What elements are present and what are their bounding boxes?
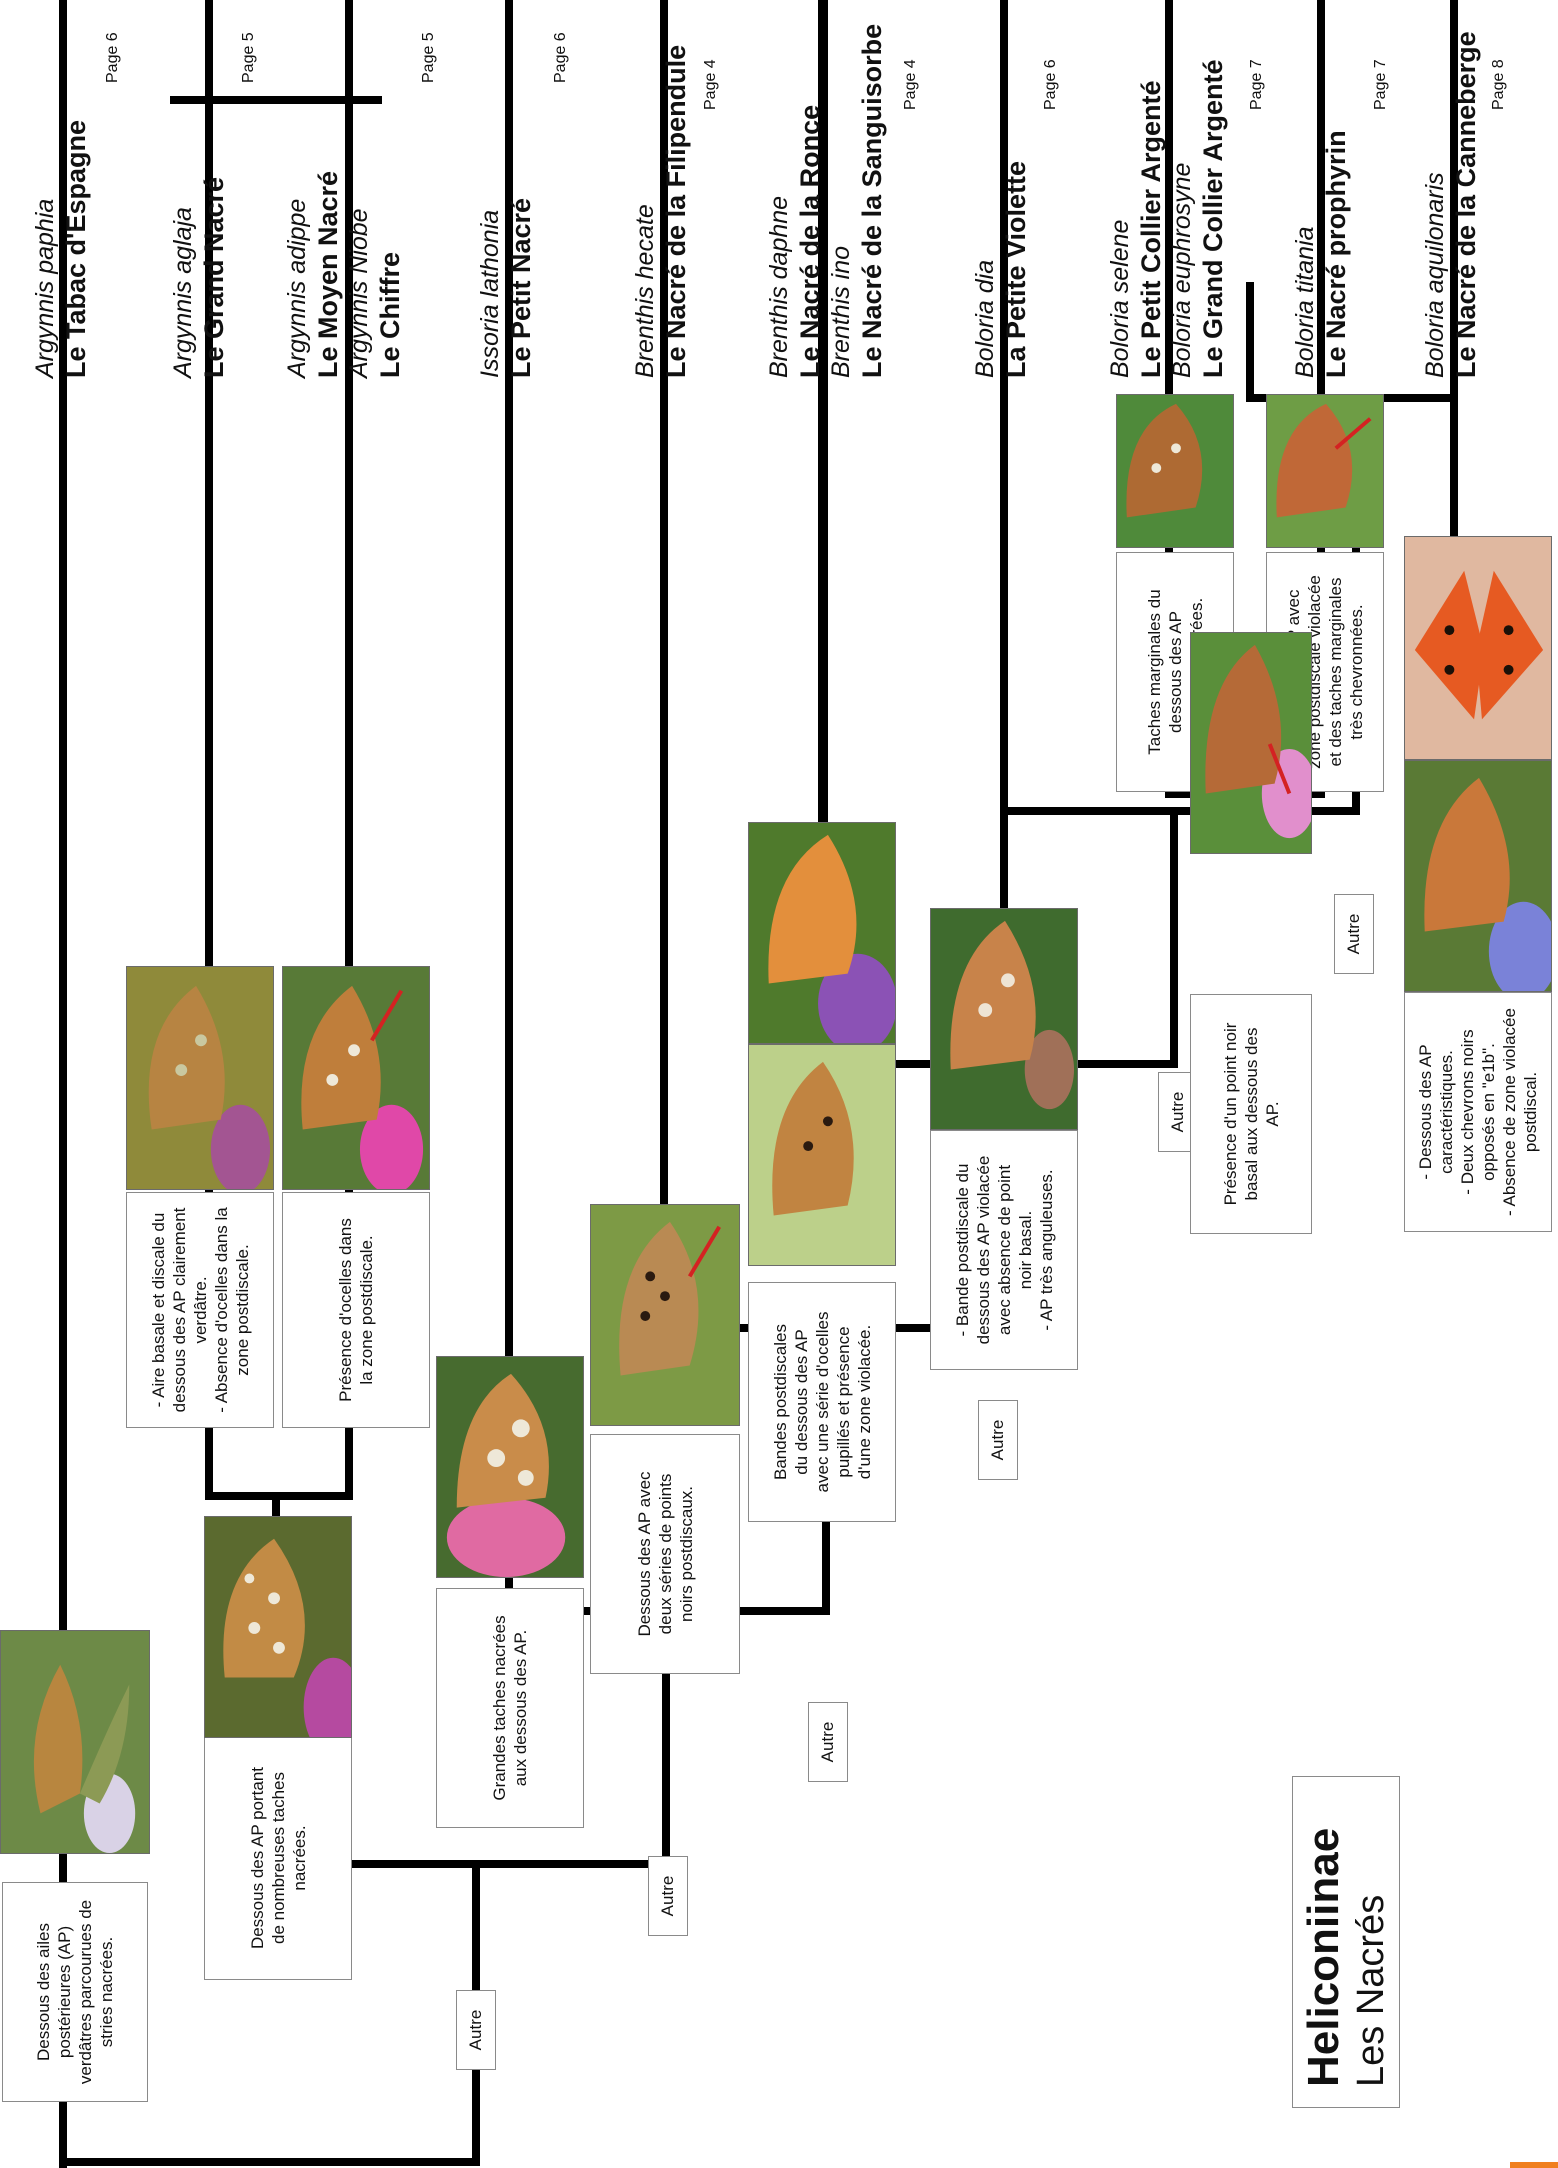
butterfly-photo-titania — [1266, 394, 1384, 548]
leaf-hecate: Brenthis hecate Le Nacré de la Filipendu… — [630, 45, 692, 378]
butterfly-photo-hecate — [590, 1204, 740, 1426]
leaf-hecate-page: Page 4 — [702, 59, 720, 110]
leaf-dia-fr: La Petite Violette — [1000, 161, 1032, 378]
autre-label-3: Autre — [808, 1702, 848, 1782]
character-box-lathonia: Grandes taches nacrées aux dessous des A… — [436, 1588, 584, 1828]
leaf-ino-sci: Brenthis ino — [826, 24, 856, 378]
leaf-adippe-page: Page 5 — [420, 32, 438, 83]
butterfly-photo-argynnis — [204, 1516, 352, 1738]
character-box-adippe: Présence d'ocelles dans la zone postdisc… — [282, 1192, 430, 1428]
split-bar-1 — [59, 2158, 479, 2166]
leaf-selene-fr: Le Petit Collier Argenté — [1135, 59, 1167, 378]
leaf-paphia-page: Page 6 — [104, 32, 122, 83]
leaf-euphrosyne-sci: Boloria euphrosyne — [1167, 59, 1197, 378]
character-box-point-basal: Présence d'un point noir basal aux desso… — [1190, 994, 1312, 1234]
leaf-adippe-sci: Argynnis adippe — [282, 171, 312, 378]
title-box: Heliconiinae Les Nacrés — [1292, 1776, 1400, 2108]
title-main: Heliconiinae — [1299, 1797, 1349, 2087]
leaf-paphia-sci: Argynnis paphia — [30, 120, 60, 378]
leaf-paphia: Argynnis paphia Le Tabac d'Espagne — [30, 120, 92, 378]
leaf-adippe: Argynnis adippe Le Moyen Nacré Argynnis … — [282, 171, 406, 378]
character-box-brenthis: Bandes postdiscales du dessous des AP av… — [748, 1282, 896, 1522]
character-box-hecate: Dessous des AP avec deux séries de point… — [590, 1434, 740, 1674]
title-subtitle: Les Nacrés — [1349, 1797, 1393, 2087]
leaf-adippe-fr: Le Moyen Nacré — [312, 171, 344, 378]
leaf-aglaja-fr: Le Grand Nacré — [198, 177, 230, 378]
leaf-aglaja: Argynnis aglaja Le Grand Nacré — [168, 177, 230, 378]
limb-point-top — [1246, 376, 1254, 388]
leaf-ino-fr: Le Nacré de la Sanguisorbe — [856, 24, 888, 378]
leaf-titania-fr: Le Nacré prophyrin — [1320, 130, 1352, 378]
autre-stem-5 — [1170, 808, 1178, 1068]
leaf-hecate-sci: Brenthis hecate — [630, 45, 660, 378]
character-box-argynnis: Dessous des AP portant de nombreuses tac… — [204, 1736, 352, 1980]
butterfly-photo-aglaja — [126, 966, 274, 1190]
butterfly-photo-daphne — [748, 822, 896, 1044]
leaf-aquilonaris: Boloria aquilonaris Le Nacré de la Canne… — [1420, 31, 1482, 378]
leaf-selene-page: Page 7 — [1248, 59, 1266, 110]
leaf-lathonia-sci: Issoria lathonia — [475, 198, 505, 378]
butterfly-photo-ino — [748, 1044, 896, 1266]
accent-bar — [1510, 2162, 1558, 2168]
character-box-paphia: Dessous des ailes postérieures (AP) verd… — [2, 1882, 148, 2102]
butterfly-photo-paphia — [0, 1630, 150, 1854]
leaf-daphne-page: Page 4 — [902, 59, 920, 110]
leaf-aquilonaris-fr: Le Nacré de la Canneberge — [1450, 31, 1482, 378]
leaf-selene-sci: Boloria selene — [1105, 59, 1135, 378]
butterfly-photo-adippe — [282, 966, 430, 1190]
autre-label-4: Autre — [978, 1400, 1018, 1480]
butterfly-photo-selene — [1116, 394, 1234, 548]
butterfly-photo-dia — [930, 908, 1078, 1130]
autre-label-1: Autre — [456, 1990, 496, 2070]
leaf-aquilonaris-sci: Boloria aquilonaris — [1420, 31, 1450, 378]
butterfly-photo-euphrosyne — [1190, 632, 1312, 854]
leaf-titania-page: Page 7 — [1372, 59, 1390, 110]
leaf-aglaja-page: Page 5 — [240, 32, 258, 83]
autre-label-2: Autre — [648, 1856, 688, 1936]
limb-dia — [1000, 0, 1008, 988]
butterfly-photo-aquilonaris-under — [1404, 760, 1552, 992]
leaf-niobe-fr: Le Chiffre — [374, 171, 406, 378]
leaf-aglaja-sci: Argynnis aglaja — [168, 177, 198, 378]
leaf-dia: Boloria dia La Petite Violette — [970, 161, 1032, 378]
leaf-daphne-sci: Brenthis daphne — [764, 24, 794, 378]
leaf-euphrosyne-fr: Le Grand Collier Argenté — [1197, 59, 1229, 378]
leaf-titania-sci: Boloria titania — [1290, 130, 1320, 378]
leaf-lathonia-fr: Le Petit Nacré — [505, 198, 537, 378]
leaf-lathonia: Issoria lathonia Le Petit Nacré — [475, 198, 537, 378]
character-box-aquilonaris: - Dessous des AP caractéristiques. - Deu… — [1404, 992, 1552, 1232]
leaf-hecate-fr: Le Nacré de la Filipendule — [660, 45, 692, 378]
character-box-dia: - Bande postdiscale du dessous des AP vi… — [930, 1130, 1078, 1370]
leaf-niobe-sci: Argynnis Niobe — [344, 171, 374, 378]
leaf-dia-page: Page 6 — [1042, 59, 1060, 110]
butterfly-photo-aquilonaris-upper — [1404, 536, 1552, 760]
leaf-daphne-fr: Le Nacré de la Ronce — [794, 24, 826, 378]
leaf-selene: Boloria selene Le Petit Collier Argenté … — [1105, 59, 1229, 378]
character-box-aglaja: - Aire basale et discale du dessous des … — [126, 1192, 274, 1428]
butterfly-photo-lathonia — [436, 1356, 584, 1578]
leaf-daphne: Brenthis daphne Le Nacré de la Ronce Bre… — [764, 24, 888, 378]
leaf-dia-sci: Boloria dia — [970, 161, 1000, 378]
leaf-aquilonaris-page: Page 8 — [1490, 59, 1508, 110]
leaf-lathonia-page: Page 6 — [552, 32, 570, 83]
leaf-paphia-fr: Le Tabac d'Espagne — [60, 120, 92, 378]
leaf-titania: Boloria titania Le Nacré prophyrin — [1290, 130, 1352, 378]
autre-label-6: Autre — [1334, 894, 1374, 974]
